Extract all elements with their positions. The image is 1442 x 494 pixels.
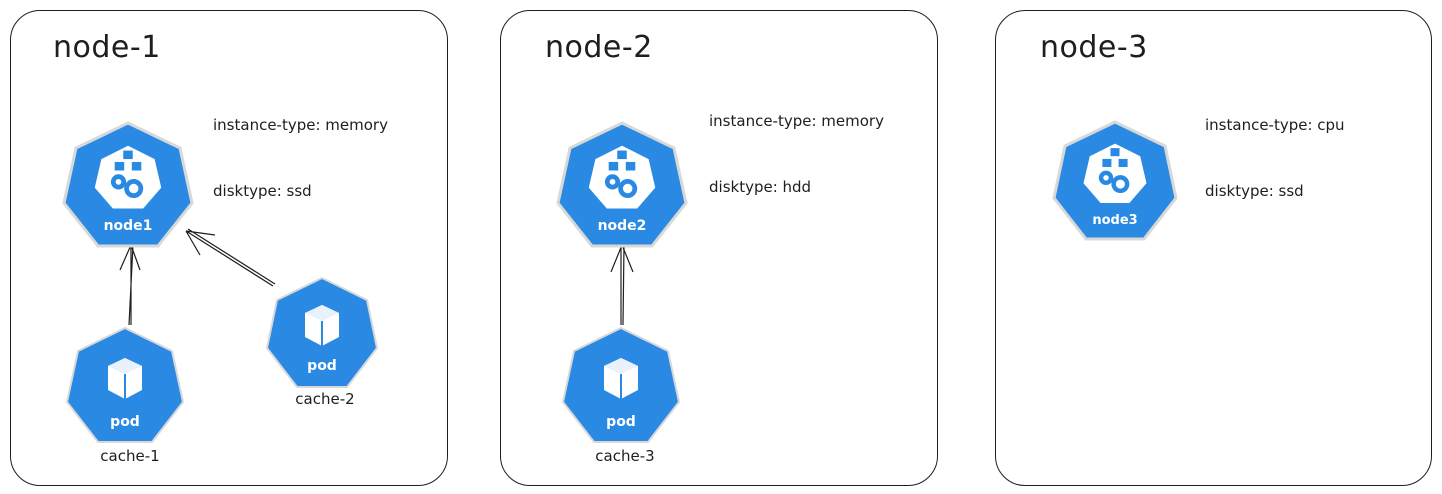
kubernetes-pod-icon-cache-3: pod [561,326,681,443]
edge-cache-3-to-node2 [610,244,634,326]
node-title-1: node-1 [53,30,161,65]
node-box-1 [10,10,448,486]
kubernetes-pod-icon-cache-1: pod [65,326,185,443]
pod-icon-label-1: pod [110,414,140,430]
label-instance-type: instance-type: memory [213,116,388,134]
label-disktype: disktype: ssd [1205,182,1304,200]
label-instance-type: instance-type: memory [709,112,884,130]
label-instance-type: instance-type: cpu [1205,116,1345,134]
node-box-3 [995,10,1432,486]
node-icon-label-3: node3 [1092,213,1137,228]
node-title-2: node-2 [545,30,653,65]
node-icon-label-2: node2 [598,218,647,234]
pod-icon-label-3: pod [606,414,636,430]
edge-cache-2-to-node1 [185,228,276,287]
pod-name-cache-2: cache-2 [295,390,355,408]
pod-name-cache-1: cache-1 [100,447,160,465]
node-labels-2: instance-type: memory disktype: hdd [709,66,884,220]
node-icon-label-1: node1 [104,218,153,234]
edge-cache-1-to-node1 [119,244,141,326]
pod-icon-label-2: pod [307,358,337,374]
kubernetes-node-icon-2: node2 [556,121,688,248]
kubernetes-pod-icon-cache-2: pod [265,276,379,388]
label-disktype: disktype: ssd [213,182,312,200]
node-box-2 [500,10,938,486]
label-disktype: disktype: hdd [709,178,812,196]
pod-name-cache-3: cache-3 [595,447,655,465]
kubernetes-node-icon-3: node3 [1052,120,1178,241]
node-title-3: node-3 [1040,30,1148,65]
node-labels-1: instance-type: memory disktype: ssd [213,70,388,224]
node-labels-3: instance-type: cpu disktype: ssd [1205,70,1345,224]
kubernetes-node-icon-1: node1 [62,121,194,248]
